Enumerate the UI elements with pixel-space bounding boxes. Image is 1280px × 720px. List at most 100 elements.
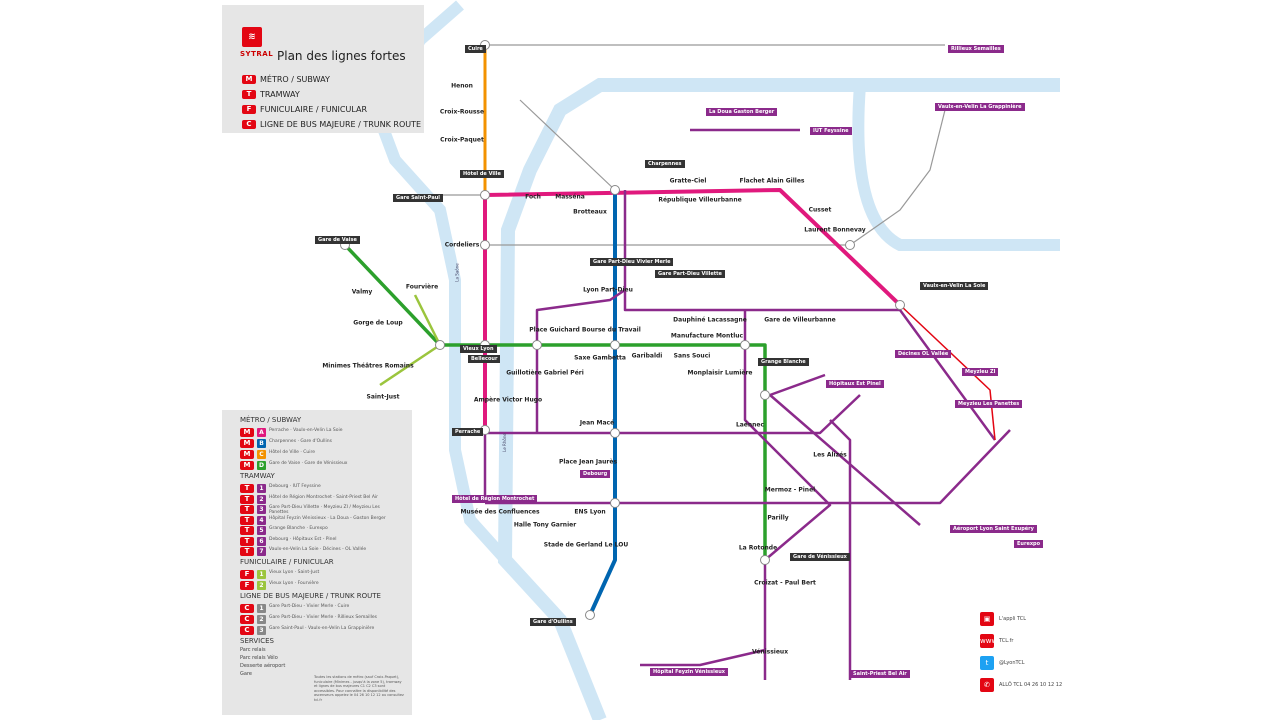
metro-a-line	[483, 188, 902, 430]
legend-item-text: Hôpital Feyzin Vénissieux · La Doua - Ga…	[269, 515, 386, 521]
mode-badge: F	[240, 569, 254, 579]
line-badge: 1	[257, 484, 266, 493]
mode-label: MÉTRO / SUBWAY	[260, 75, 330, 84]
station-box: Hôpital Feyzin Vénissieux	[650, 668, 729, 676]
mode-badge: M	[240, 450, 254, 459]
metro-d-line	[343, 243, 767, 560]
station-box: Rillieux Semailles	[948, 45, 1004, 53]
phone-app-icon: ▣	[980, 612, 994, 626]
station-box: Hôpitaux Est Pinel	[826, 380, 884, 388]
station-box: Vaulx-en-Velin La Soie	[920, 282, 989, 290]
mode-label: FUNICULAIRE / FUNICULAR	[260, 105, 368, 114]
contact-item[interactable]: ▣L'appli TCL	[980, 612, 1026, 626]
station-box: Debourg	[580, 470, 611, 478]
mode-badge: T	[240, 484, 254, 493]
interchange-marker	[760, 390, 770, 400]
station-label: Cordeliers	[444, 241, 480, 249]
legend-item-text: Gare Part-Dieu - Vivier Merle · Rillieux…	[269, 614, 377, 620]
river-label: La Saône	[454, 263, 460, 282]
legend-item-text: Grange Blanche · Eurexpo	[269, 526, 328, 531]
legend-item-text: Vaulx-en-Velin La Soie · Décines - OL Va…	[269, 547, 367, 552]
station-label: Valmy	[351, 288, 373, 296]
station-label: Laënnec	[735, 421, 765, 429]
line-badge: 4	[257, 515, 266, 525]
station-box: IUT Feyssine	[810, 127, 852, 135]
station-label: Croizat - Paul Bert	[754, 579, 816, 587]
station-label: Vénissieux	[751, 648, 789, 656]
legend-item-text: Debourg · IUT Feyssine	[269, 484, 321, 489]
mode-label: TRAMWAY	[260, 90, 300, 99]
mode-badge: C	[240, 625, 254, 635]
station-box: Cuire	[465, 45, 486, 53]
line-badge: 2	[257, 614, 266, 624]
line-badge: 2	[257, 580, 266, 590]
contact-item[interactable]: ✆ALLÔ TCL 04 26 10 12 12	[980, 678, 1062, 692]
station-label: Fourvière	[405, 283, 439, 291]
legend-section-title: MÉTRO / SUBWAY	[240, 416, 302, 424]
mode-badge: T	[240, 494, 254, 504]
rhonexpress-line	[899, 304, 996, 441]
line-badge: D	[257, 461, 266, 470]
station-box: Gare Part-Dieu Vivier Merle	[590, 258, 674, 266]
interchange-marker	[610, 428, 620, 438]
station-label: Lyon Part-Dieu	[583, 286, 633, 294]
station-label: Gorge de Loup	[353, 319, 403, 327]
station-box: Grange Blanche	[758, 358, 809, 366]
station-label: Gratte-Ciel	[669, 177, 707, 185]
canal-river	[852, 84, 1060, 251]
mode-badge: F	[242, 105, 256, 114]
station-box: Hôtel de Région Montrochet	[452, 495, 538, 503]
station-label: Cusset	[808, 206, 832, 214]
station-label: Gare de Villeurbanne	[764, 316, 836, 324]
station-label: Parilly	[767, 514, 789, 522]
station-box: Meyzieu Les Panettes	[955, 400, 1023, 408]
mode-badge: M	[240, 428, 254, 437]
station-label: Laurent Bonnevay	[804, 226, 866, 234]
legend-item-text: Hôtel de Ville · Cuire	[269, 450, 315, 455]
legend-item-text: Gare Part-Dieu - Vivier Merle · Cuire	[269, 603, 350, 609]
service-item: Gare	[240, 670, 252, 677]
web-icon: www	[980, 634, 997, 648]
legend-item-text: Gare Saint-Paul · Vaulx-en-Velin La Grap…	[269, 625, 375, 631]
interchange-marker	[740, 340, 750, 350]
service-item: Parc relais	[240, 646, 266, 653]
interchange-marker	[895, 300, 905, 310]
contact-label: @LyonTCL	[999, 660, 1025, 666]
station-box: Charpennes	[645, 160, 685, 168]
legend-section-title: LIGNE DE BUS MAJEURE / TRUNK ROUTE	[240, 591, 381, 600]
transit-lines	[343, 44, 1011, 680]
accessibility-note: Toutes les stations de métro (sauf Croix…	[314, 675, 404, 702]
interchange-marker	[532, 340, 542, 350]
tram-line	[829, 419, 852, 680]
station-label: Croix-Rousse	[439, 108, 485, 116]
river-label: Le Rhône	[501, 433, 507, 452]
station-label: Brotteaux	[573, 208, 607, 216]
mode-funicular: F FUNICULAIRE / FUNICULAR	[242, 105, 367, 114]
station-label: Foch	[525, 193, 541, 201]
line-badge: 5	[257, 526, 266, 535]
station-label: Jean Macé	[579, 419, 615, 427]
station-label: Henon	[451, 82, 473, 90]
station-label: Musée des Confluences	[460, 508, 540, 516]
station-label: Manufacture Montluc	[670, 332, 744, 340]
station-box: Gare d'Oullins	[530, 618, 576, 626]
mode-badge: C	[242, 120, 256, 129]
contact-item[interactable]: t@LyonTCL	[980, 656, 1025, 670]
mode-label: LIGNE DE BUS MAJEURE / TRUNK ROUTE	[260, 120, 422, 129]
sytral-logo: ≋	[242, 27, 262, 47]
line-badge: C	[257, 450, 266, 459]
station-label: Ampère Victor Hugo	[473, 396, 543, 404]
mode-badge: M	[242, 75, 256, 84]
station-box: Gare Saint-Paul	[393, 194, 443, 202]
station-box: La Doua Gaston Berger	[706, 108, 778, 116]
